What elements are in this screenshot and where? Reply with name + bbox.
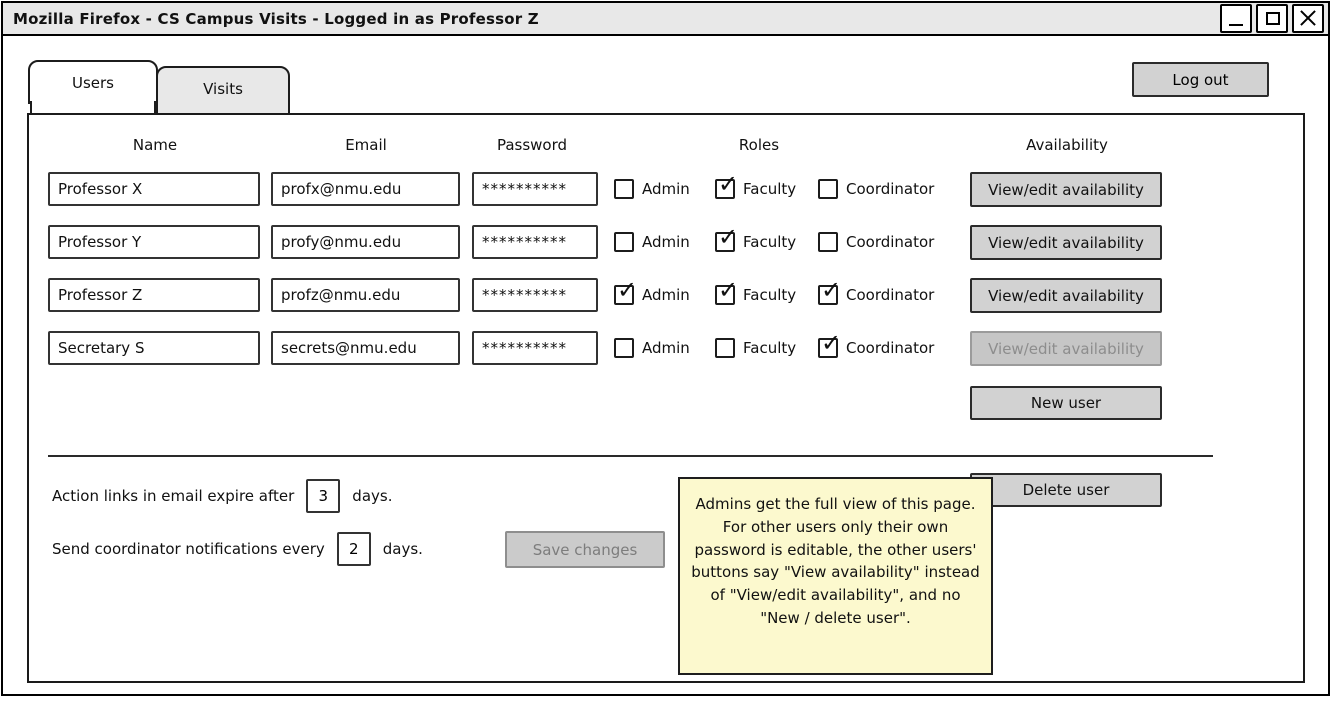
availability-button[interactable]: View/edit availability [970, 172, 1162, 207]
name-input[interactable] [48, 225, 260, 259]
coordinator-checkbox[interactable]: ✓ [818, 179, 838, 199]
close-button[interactable] [1292, 4, 1324, 33]
user-row: ✓ Admin ✓ Faculty ✓ Coordinator View/edi… [29, 172, 1303, 225]
faculty-checkbox[interactable]: ✓ [715, 278, 738, 305]
name-input[interactable] [48, 331, 260, 365]
user-row: ✓ Admin ✓ Faculty ✓ Coordinator View/edi… [29, 331, 1303, 384]
titlebar: Mozilla Firefox - CS Campus Visits - Log… [3, 3, 1328, 36]
faculty-checkbox[interactable]: ✓ [715, 338, 735, 358]
save-changes-button: Save changes [505, 531, 665, 568]
user-rows: ✓ Admin ✓ Faculty ✓ Coordinator View/edi… [29, 172, 1303, 384]
coordinator-checkbox-label: Coordinator [846, 180, 935, 198]
check-icon: ✓ [718, 170, 739, 198]
admin-checkbox[interactable]: ✓ [614, 278, 637, 305]
tab-users[interactable]: Users [28, 60, 158, 104]
faculty-checkbox-label: Faculty [743, 233, 797, 251]
admin-checkbox[interactable]: ✓ [614, 338, 634, 358]
column-header-name: Name [132, 136, 178, 154]
coordinator-checkbox[interactable]: ✓ [818, 331, 841, 358]
password-input[interactable] [472, 278, 598, 312]
logout-button[interactable]: Log out [1132, 62, 1269, 97]
tab-users-stem [30, 101, 156, 115]
password-input[interactable] [472, 225, 598, 259]
admin-checkbox[interactable]: ✓ [614, 232, 634, 252]
new-user-button[interactable]: New user [970, 386, 1162, 420]
faculty-checkbox-label: Faculty [743, 286, 797, 304]
email-input[interactable] [271, 278, 460, 312]
notify-setting-label: Send coordinator notifications every [52, 540, 325, 558]
faculty-checkbox-label: Faculty [743, 180, 797, 198]
availability-button[interactable]: View/edit availability [970, 278, 1162, 313]
email-input[interactable] [271, 331, 460, 365]
expire-setting-suffix: days. [352, 487, 393, 505]
notify-setting-suffix: days. [382, 540, 423, 558]
email-input[interactable] [271, 225, 460, 259]
coordinator-checkbox-label: Coordinator [846, 339, 935, 357]
faculty-checkbox[interactable]: ✓ [715, 172, 738, 199]
password-input[interactable] [472, 331, 598, 365]
notify-days-input[interactable] [336, 532, 371, 566]
delete-user-button[interactable]: Delete user [970, 473, 1162, 507]
column-header-availability: Availability [1026, 136, 1108, 154]
maximize-button[interactable] [1256, 4, 1288, 33]
column-header-email: Email [345, 136, 387, 154]
coordinator-checkbox[interactable]: ✓ [818, 278, 841, 305]
faculty-checkbox-label: Faculty [743, 339, 797, 357]
coordinator-checkbox-label: Coordinator [846, 286, 935, 304]
admin-checkbox[interactable]: ✓ [614, 179, 634, 199]
availability-button: View/edit availability [970, 331, 1162, 366]
users-panel: Name Email Password Roles Availability ✓… [27, 113, 1305, 683]
coordinator-checkbox[interactable]: ✓ [818, 232, 838, 252]
admin-checkbox-label: Admin [642, 233, 690, 251]
check-icon: ✓ [821, 276, 842, 304]
window-controls [1220, 4, 1324, 33]
user-row: ✓ Admin ✓ Faculty ✓ Coordinator View/edi… [29, 225, 1303, 278]
user-row: ✓ Admin ✓ Faculty ✓ Coordinator View/edi… [29, 278, 1303, 331]
expire-days-input[interactable] [306, 479, 341, 513]
column-header-roles: Roles [738, 136, 780, 154]
minimize-button[interactable] [1220, 4, 1252, 33]
password-input[interactable] [472, 172, 598, 206]
admin-checkbox-label: Admin [642, 180, 690, 198]
section-divider [48, 455, 1213, 457]
check-icon: ✓ [718, 276, 739, 304]
name-input[interactable] [48, 278, 260, 312]
expire-setting-label: Action links in email expire after [52, 487, 295, 505]
admin-checkbox-label: Admin [642, 339, 690, 357]
expire-setting-row: Action links in email expire after days. [52, 478, 392, 514]
check-icon: ✓ [821, 329, 842, 357]
close-icon [1294, 6, 1322, 31]
availability-button[interactable]: View/edit availability [970, 225, 1162, 260]
check-icon: ✓ [718, 223, 739, 251]
annotation-note: Admins get the full view of this page. F… [678, 477, 993, 675]
faculty-checkbox[interactable]: ✓ [715, 225, 738, 252]
tab-visits[interactable]: Visits [156, 66, 290, 115]
minimize-icon [1229, 24, 1243, 26]
name-input[interactable] [48, 172, 260, 206]
coordinator-checkbox-label: Coordinator [846, 233, 935, 251]
check-icon: ✓ [617, 276, 638, 304]
notify-setting-row: Send coordinator notifications every day… [52, 531, 423, 567]
email-input[interactable] [271, 172, 460, 206]
column-header-password: Password [496, 136, 568, 154]
admin-checkbox-label: Admin [642, 286, 690, 304]
maximize-icon [1266, 12, 1280, 25]
window-title: Mozilla Firefox - CS Campus Visits - Log… [13, 10, 539, 28]
